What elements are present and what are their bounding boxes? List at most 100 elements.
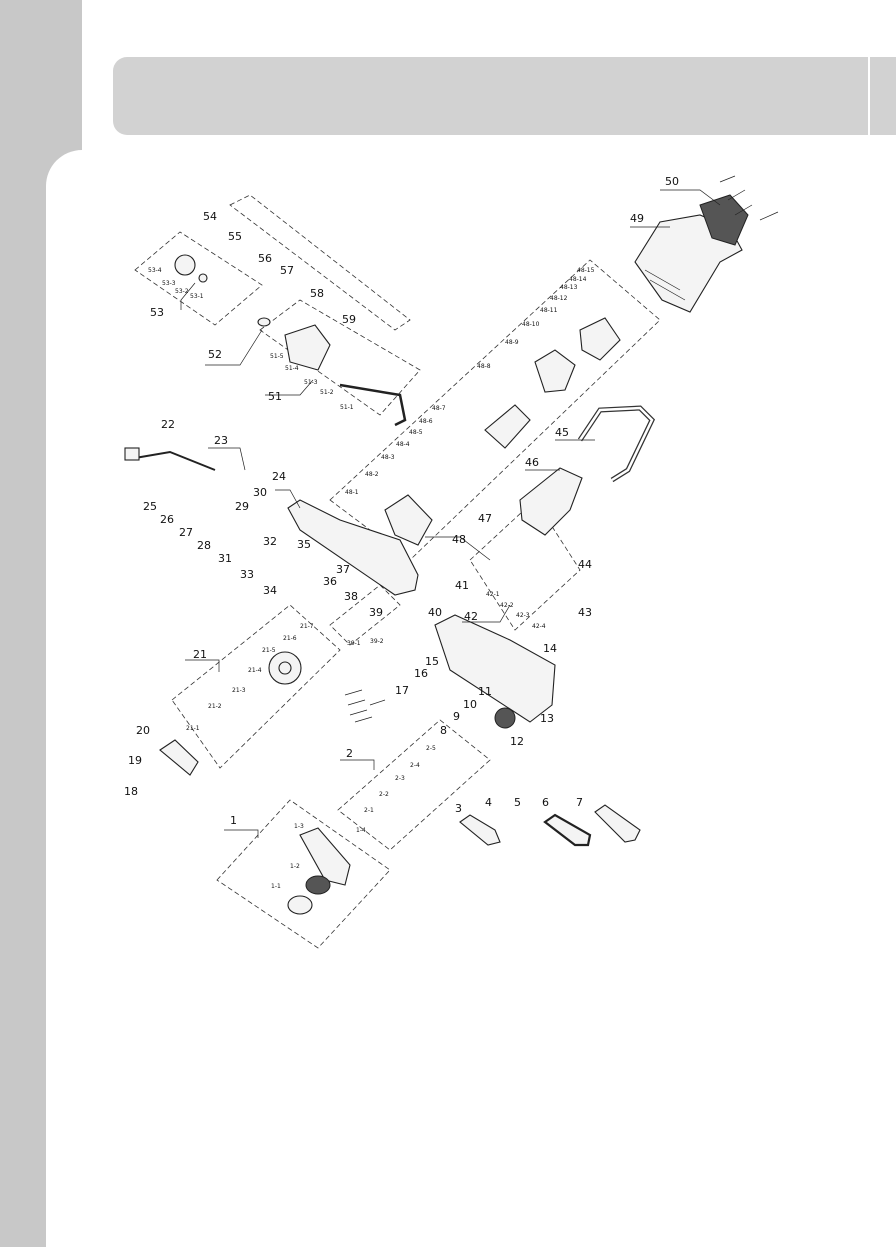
label-45: 45: [555, 426, 569, 439]
label-59: 59: [342, 313, 356, 326]
group-box-2: [337, 719, 491, 851]
label-21: 21: [193, 648, 207, 661]
label-24: 24: [272, 470, 286, 483]
oil-hose: [339, 383, 407, 427]
label-44: 44: [578, 558, 592, 571]
label-20: 20: [136, 724, 150, 737]
label-21-5: 21-5: [262, 647, 276, 654]
label-35: 35: [297, 538, 311, 551]
fan-cover: [699, 194, 749, 246]
label-1: 1: [230, 814, 237, 827]
tension-knob: [305, 875, 331, 895]
group-box-51: [259, 299, 421, 416]
bar-cover: [594, 804, 641, 843]
label-48-13: 48-13: [560, 284, 578, 291]
label-30: 30: [253, 486, 267, 499]
label-2-2: 2-2: [379, 791, 389, 798]
label-2-5: 2-5: [426, 745, 436, 752]
label-48-2: 48-2: [365, 471, 379, 478]
label-32: 32: [263, 535, 277, 548]
label-15: 15: [425, 655, 439, 668]
label-48-8: 48-8: [477, 363, 491, 370]
label-43: 43: [578, 606, 592, 619]
label-51-3: 51-3: [304, 379, 318, 386]
label-21-1: 21-1: [186, 725, 200, 732]
header-tab-divider: [868, 57, 870, 135]
label-38: 38: [344, 590, 358, 603]
label-23: 23: [214, 434, 228, 447]
label-1-2: 1-2: [290, 863, 300, 870]
label-48-15: 48-15: [577, 267, 595, 274]
chain-cover: [434, 614, 556, 723]
label-48-1: 48-1: [345, 489, 359, 496]
parts: [124, 175, 779, 915]
label-55: 55: [228, 230, 242, 243]
label-9: 9: [453, 710, 460, 723]
label-48-6: 48-6: [419, 418, 433, 425]
label-1-4: 1-4: [356, 827, 366, 834]
label-47: 47: [478, 512, 492, 525]
bearing-plate: [384, 494, 433, 546]
label-6: 6: [542, 796, 549, 809]
label-14: 14: [543, 642, 557, 655]
part-labels: 1 1-1 1-2 1-3 1-4 2 2-1 2-2 2-3 2-4 2-5 …: [124, 175, 679, 890]
label-29: 29: [235, 500, 249, 513]
label-40: 40: [428, 606, 442, 619]
label-48-7: 48-7: [432, 405, 446, 412]
label-42-2: 42-2: [500, 602, 514, 609]
label-8: 8: [440, 724, 447, 737]
label-17: 17: [395, 684, 409, 697]
label-2-4: 2-4: [410, 762, 420, 769]
label-42-4: 42-4: [532, 623, 546, 630]
label-48-9: 48-9: [505, 339, 519, 346]
label-13: 13: [540, 712, 554, 725]
label-25: 25: [143, 500, 157, 513]
label-21-2: 21-2: [208, 703, 222, 710]
label-53-1: 53-1: [190, 293, 204, 300]
label-21-4: 21-4: [248, 667, 262, 674]
label-2-3: 2-3: [395, 775, 405, 782]
label-46: 46: [525, 456, 539, 469]
label-48-4: 48-4: [396, 441, 410, 448]
label-27: 27: [179, 526, 193, 539]
saw-chain: [543, 813, 592, 847]
label-31: 31: [218, 552, 232, 565]
label-2-1: 2-1: [364, 807, 374, 814]
label-48-10: 48-10: [522, 321, 540, 328]
label-21-6: 21-6: [283, 635, 297, 642]
knob-cap: [287, 895, 313, 915]
o-ring: [198, 273, 208, 283]
group-box-39: [329, 584, 401, 646]
seal-ring: [257, 317, 271, 327]
label-28: 28: [197, 539, 211, 552]
stator: [534, 349, 576, 393]
label-42: 42: [464, 610, 478, 623]
side-cover: [299, 827, 351, 886]
label-12: 12: [510, 735, 524, 748]
label-51-4: 51-4: [285, 365, 299, 372]
label-42-3: 42-3: [516, 612, 530, 619]
group-box-21: [171, 604, 341, 769]
label-22: 22: [161, 418, 175, 431]
label-39-1: 39-1: [347, 640, 361, 647]
label-5: 5: [514, 796, 521, 809]
label-37: 37: [336, 563, 350, 576]
label-18: 18: [124, 785, 138, 798]
brake-lever: [159, 739, 199, 776]
group-box-cable: [229, 194, 411, 331]
label-42-1: 42-1: [486, 591, 500, 598]
label-57: 57: [280, 264, 294, 277]
label-21-7: 21-7: [300, 623, 314, 630]
main-body: [287, 499, 419, 596]
label-53-3: 53-3: [162, 280, 176, 287]
power-plug: [124, 447, 140, 461]
label-41: 41: [455, 579, 469, 592]
label-19: 19: [128, 754, 142, 767]
label-50: 50: [665, 175, 679, 188]
group-box-53: [134, 231, 263, 326]
label-1-1: 1-1: [271, 883, 281, 890]
label-39: 39: [369, 606, 383, 619]
label-49: 49: [630, 212, 644, 225]
label-16: 16: [414, 667, 428, 680]
label-51-5: 51-5: [270, 353, 284, 360]
